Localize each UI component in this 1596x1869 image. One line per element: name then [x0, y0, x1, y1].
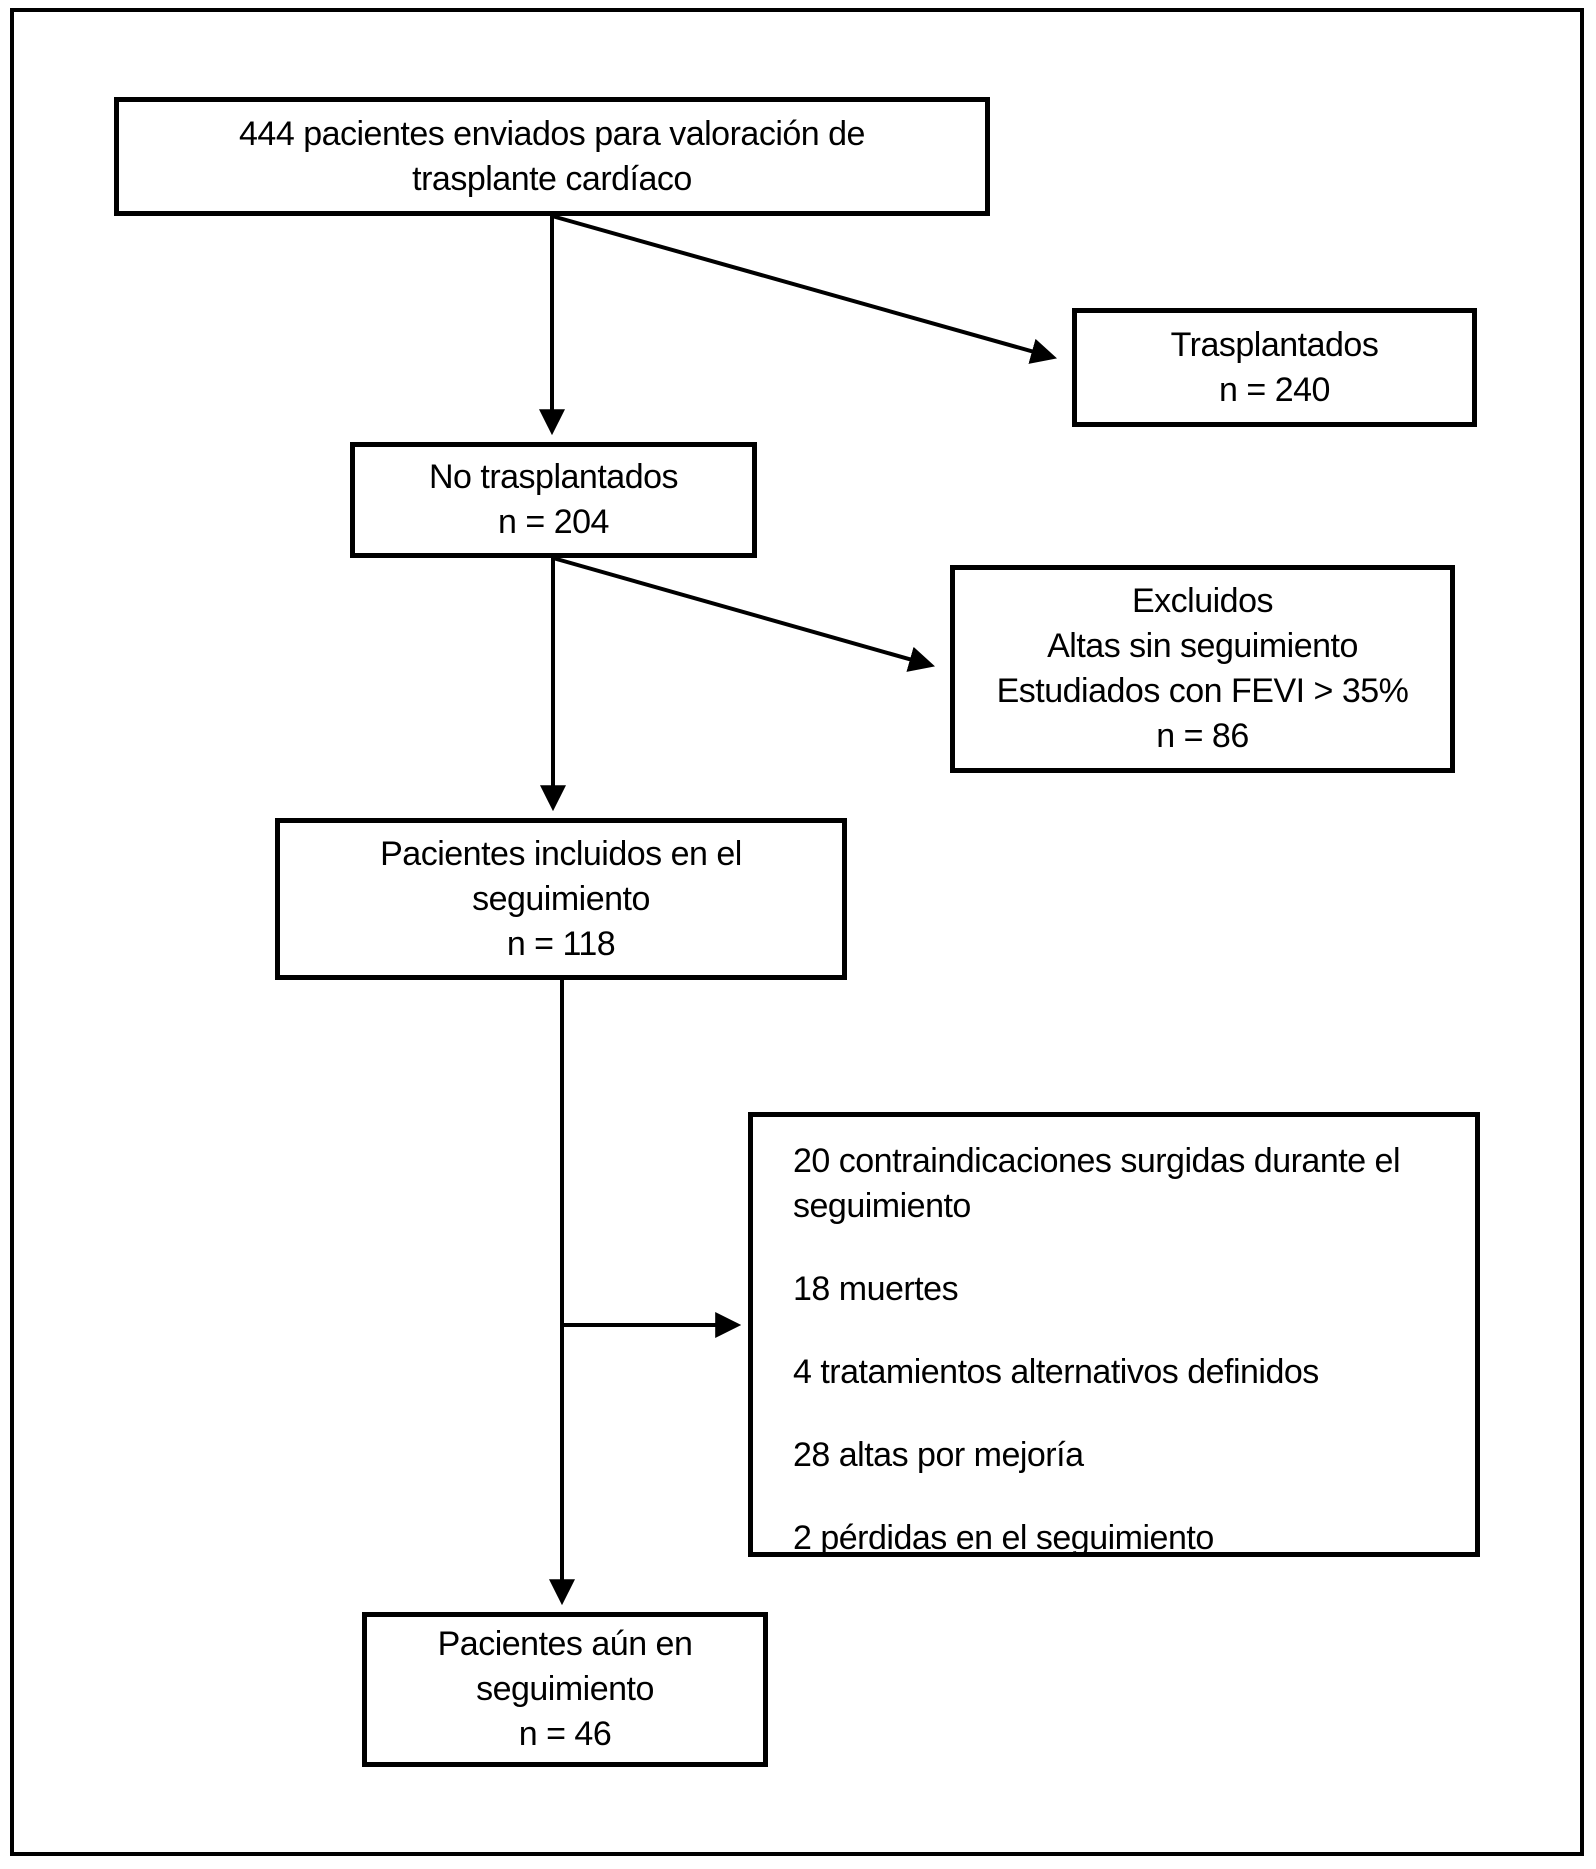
node-transplanted-count: n = 240	[1219, 370, 1330, 409]
loss-item-alternative-treatments: 4 tratamientos alternativos definidos	[793, 1353, 1319, 1391]
arrow-not-transplanted-to-excluded	[552, 556, 936, 672]
node-not-transplanted: No trasplantados n = 204	[350, 442, 757, 558]
node-referral-line1: 444 pacientes enviados para valoración d…	[239, 114, 865, 153]
node-included-line1: Pacientes incluidos en el	[380, 834, 742, 873]
node-still-line1: Pacientes aún en	[437, 1625, 693, 1663]
node-referral-line2: trasplante cardíaco	[412, 159, 692, 198]
node-transplanted-label: Trasplantados	[1170, 325, 1379, 364]
node-excluded-count: n = 86	[1156, 717, 1249, 755]
node-excluded-reason2: Estudiados con FEVI > 35%	[996, 672, 1409, 710]
figure-border	[10, 8, 1584, 1856]
loss-item-contraindications: 20 contraindicaciones surgidas durante e…	[793, 1142, 1401, 1225]
loss-item-lost-followup: 2 pérdidas en el seguimiento	[793, 1519, 1214, 1557]
node-excluded-reason1: Altas sin seguimiento	[1047, 627, 1358, 665]
node-still-in-followup: Pacientes aún en seguimiento n = 46	[362, 1612, 768, 1767]
node-included-followup: Pacientes incluidos en el seguimiento n …	[275, 818, 847, 980]
loss-item-deaths: 18 muertes	[793, 1270, 959, 1308]
node-transplanted: Trasplantados n = 240	[1072, 308, 1477, 427]
node-referral: 444 pacientes enviados para valoración d…	[114, 97, 990, 216]
node-still-count: n = 46	[518, 1715, 612, 1753]
loss-item-discharges: 28 altas por mejoría	[793, 1436, 1084, 1474]
node-followup-losses: 20 contraindicaciones surgidas durante e…	[748, 1112, 1480, 1557]
node-included-count: n = 118	[506, 924, 616, 963]
node-excluded: Excluidos Altas sin seguimiento Estudiad…	[950, 565, 1455, 773]
node-not-transplanted-label: No trasplantados	[428, 458, 679, 496]
node-excluded-title: Excluidos	[1131, 582, 1274, 620]
arrow-referral-to-transplanted	[551, 214, 1058, 364]
node-included-line2: seguimiento	[472, 879, 650, 918]
node-not-transplanted-count: n = 204	[498, 503, 609, 541]
node-still-line2: seguimiento	[476, 1670, 654, 1708]
